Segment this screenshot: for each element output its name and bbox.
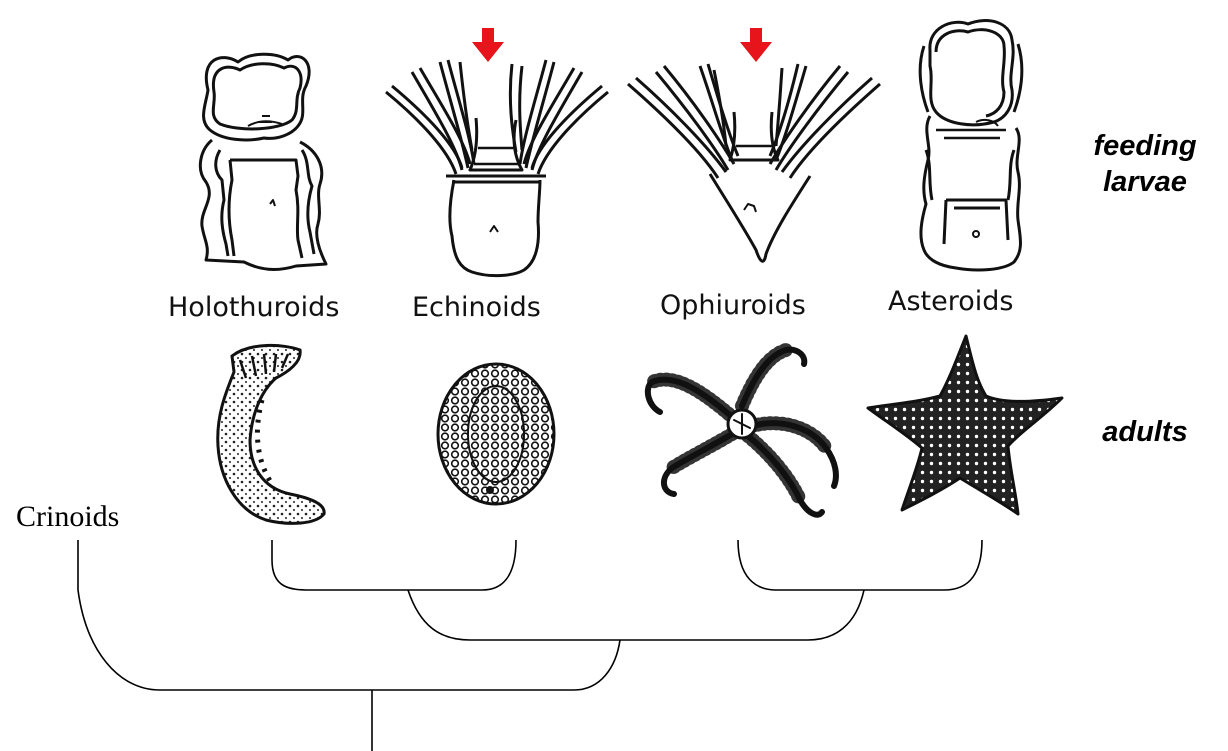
- row-label-feeding-line: feeding: [1080, 128, 1210, 164]
- red-arrow-icon: [740, 28, 772, 62]
- label-asteroids: Asteroids: [888, 286, 1013, 317]
- row-label-feeding-larvae: feeding larvae: [1080, 128, 1210, 201]
- label-ophiuroids: Ophiuroids: [660, 290, 806, 321]
- ophiuroid-larva-illustration: [628, 64, 880, 261]
- label-holothuroids: Holothuroids: [168, 292, 339, 323]
- sea-cucumber-illustration: [218, 345, 324, 523]
- crinoid-branch: [78, 540, 620, 690]
- ophiuroid-asteroid-clade-branch: [738, 540, 982, 590]
- brittle-star-illustration: [648, 350, 836, 515]
- red-arrow-icon: [472, 28, 504, 62]
- holothuroid-echinoid-clade-branch: [272, 540, 516, 590]
- row-label-larvae-line: larvae: [1080, 164, 1210, 200]
- starfish-illustration: [868, 336, 1062, 514]
- echinoid-larva-illustration: [386, 60, 608, 276]
- phylogenetic-tree: [78, 540, 982, 751]
- holothuroid-larva-illustration: [200, 54, 326, 269]
- sea-urchin-illustration: [438, 364, 554, 504]
- eleutherozoa-branch: [408, 590, 864, 640]
- label-crinoids: Crinoids: [16, 500, 119, 534]
- asteroid-larva-illustration: [920, 21, 1022, 270]
- label-echinoids: Echinoids: [412, 292, 541, 323]
- row-label-adults: adults: [1080, 414, 1210, 450]
